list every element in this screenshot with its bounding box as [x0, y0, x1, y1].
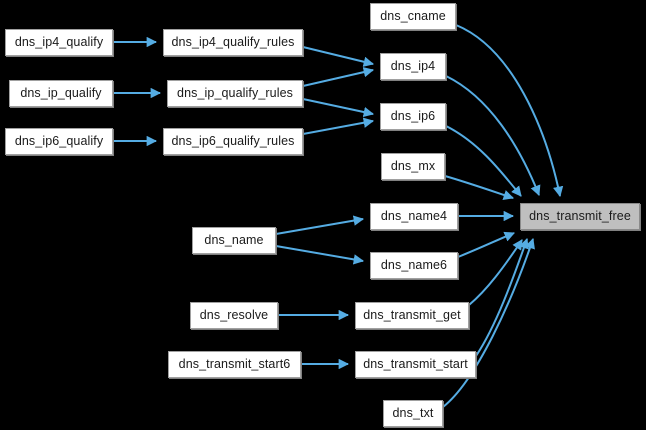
graph-node-dns_txt[interactable]: dns_txt [383, 400, 443, 427]
graph-node-dns_resolve[interactable]: dns_resolve [190, 302, 278, 329]
graph-node-dns_transmit_start[interactable]: dns_transmit_start [355, 351, 476, 378]
graph-node-label: dns_ip_qualify [20, 86, 102, 101]
graph-node-dns_transmit_get[interactable]: dns_transmit_get [355, 302, 469, 329]
graph-node-dns_ip6_qualify_rules[interactable]: dns_ip6_qualify_rules [163, 128, 303, 155]
graph-node-label: dns_ip_qualify_rules [177, 86, 293, 101]
graph-edge-dns_transmit_get-to-dns_transmit_free [468, 239, 523, 306]
graph-node-label: dns_txt [392, 406, 434, 421]
graph-edge-dns_ip6_qualify_rules-to-dns_ip6 [302, 117, 375, 135]
graph-edge-dns_mx-to-dns_transmit_free [444, 175, 514, 200]
graph-node-dns_mx[interactable]: dns_mx [381, 153, 445, 180]
graph-edge-dns_ip_qualify_rules-to-dns_ip6 [302, 98, 375, 118]
graph-node-dns_ip4[interactable]: dns_ip4 [380, 53, 446, 80]
graph-node-dns_ip_qualify[interactable]: dns_ip_qualify [9, 80, 113, 107]
graph-node-label: dns_ip6_qualify_rules [171, 134, 295, 149]
graph-node-dns_cname[interactable]: dns_cname [370, 3, 456, 30]
graph-node-label: dns_ip4_qualify [14, 35, 104, 50]
graph-node-dns_ip4_qualify[interactable]: dns_ip4_qualify [5, 29, 113, 56]
graph-edge-dns_name-to-dns_name6 [275, 245, 365, 265]
graph-node-dns_name4[interactable]: dns_name4 [370, 203, 458, 230]
graph-edge-dns_ip_qualify_rules-to-dns_ip4 [302, 67, 375, 87]
graph-node-label: dns_name4 [380, 209, 448, 224]
graph-node-label: dns_mx [390, 159, 436, 174]
graph-node-label: dns_transmit_start6 [178, 357, 291, 372]
graph-node-label: dns_ip6_qualify [14, 134, 104, 149]
graph-node-dns_ip6[interactable]: dns_ip6 [380, 103, 446, 130]
graph-node-dns_transmit_start6[interactable]: dns_transmit_start6 [168, 351, 301, 378]
graph-node-label: dns_transmit_free [529, 209, 631, 224]
graph-node-label: dns_ip4_qualify_rules [171, 35, 295, 50]
graph-node-dns_ip6_qualify[interactable]: dns_ip6_qualify [5, 128, 113, 155]
graph-node-dns_name6[interactable]: dns_name6 [370, 252, 458, 279]
graph-node-label: dns_transmit_get [363, 308, 461, 323]
graph-node-label: dns_name6 [380, 258, 448, 273]
graph-edge-dns_transmit_start-to-dns_transmit_free [475, 238, 529, 357]
graph-edge-dns_ip4_qualify_rules-to-dns_ip4 [302, 46, 375, 67]
graph-edge-dns_name6-to-dns_transmit_free [457, 231, 515, 258]
graph-node-dns_ip_qualify_rules[interactable]: dns_ip_qualify_rules [167, 80, 303, 107]
graph-node-label: dns_resolve [199, 308, 269, 323]
graph-edge-dns_name-to-dns_name4 [275, 215, 365, 235]
graph-node-label: dns_cname [380, 9, 446, 24]
graph-node-dns_name[interactable]: dns_name [192, 227, 276, 254]
graph-node-label: dns_ip6 [390, 109, 436, 124]
graph-node-dns_transmit_free[interactable]: dns_transmit_free [520, 203, 640, 230]
graph-node-label: dns_transmit_start [363, 357, 468, 372]
graph-node-dns_ip4_qualify_rules[interactable]: dns_ip4_qualify_rules [163, 29, 303, 56]
graph-edge-dns_ip4-to-dns_transmit_free [445, 75, 541, 196]
graph-edge-dns_ip6-to-dns_transmit_free [445, 125, 522, 197]
graph-node-label: dns_ip4 [390, 59, 436, 74]
graph-edge-dns_cname-to-dns_transmit_free [455, 24, 564, 198]
graph-node-label: dns_name [204, 233, 264, 248]
